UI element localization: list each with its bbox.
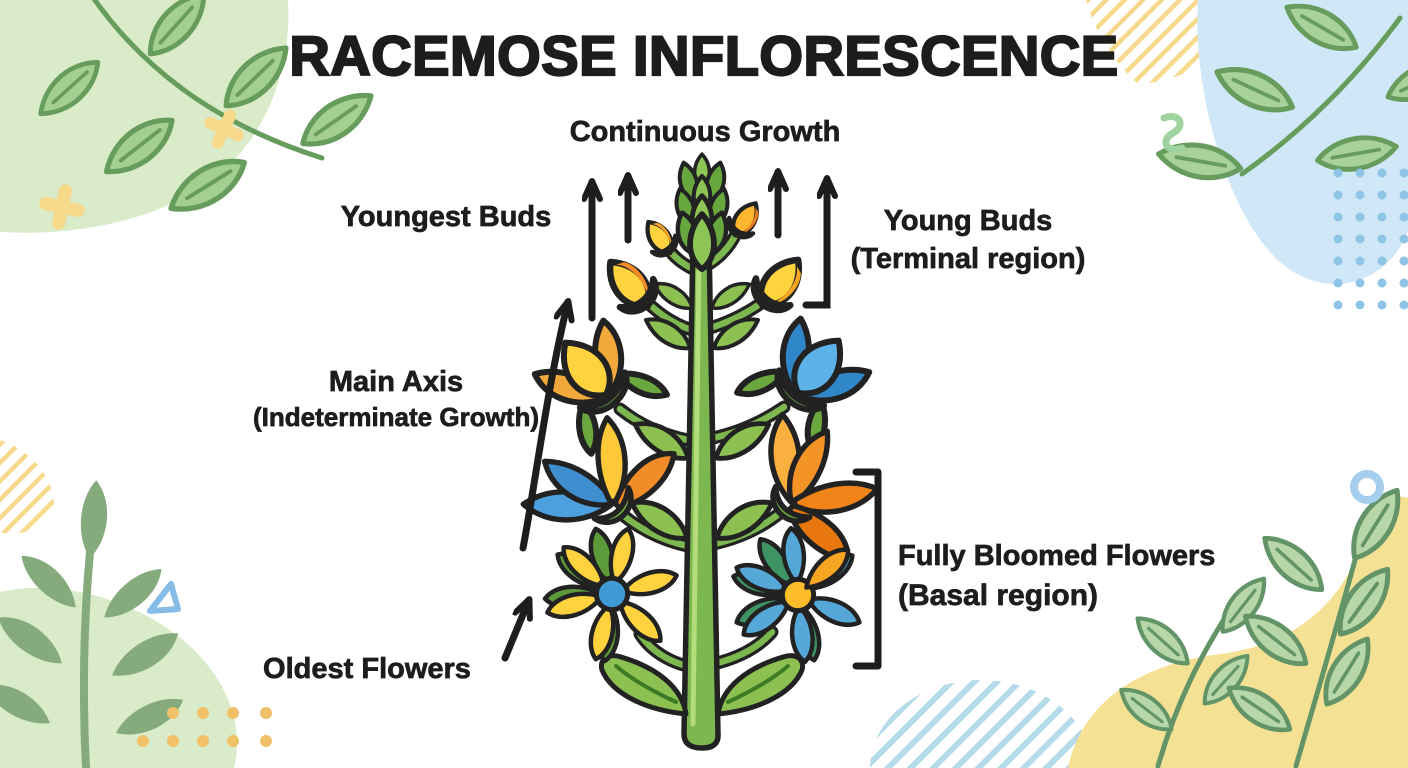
leaf-branch-bottom-right-icon	[1221, 482, 1408, 768]
label-youngest-buds: Youngest Buds	[340, 201, 552, 234]
page-title: RACEMOSE INFLORESCENCE	[288, 24, 1119, 87]
leaf-branch-top-right-icon	[1156, 0, 1408, 184]
leaf-branch-bottom-right-icon	[1111, 571, 1274, 768]
plant-silhouette-icon	[0, 479, 189, 768]
basal-region-bracket	[852, 468, 882, 670]
label-main-axis-line1: Main Axis	[328, 366, 464, 399]
terminal-region-arrow	[802, 179, 827, 309]
label-fully-bloomed-line2: (Basal region)	[898, 579, 1099, 613]
triangle-icon	[147, 581, 181, 614]
main-axis-arrow	[519, 302, 568, 552]
label-fully-bloomed-line1: Fully Bloomed Flowers	[898, 540, 1216, 573]
label-fully-bloomed: Fully Bloomed Flowers (Basal region)	[898, 536, 1216, 616]
leaf-branch-top-left-icon	[31, 0, 380, 222]
ring-icon	[1350, 470, 1384, 504]
label-main-axis-line2: (Indeterminate Growth)	[252, 402, 540, 433]
stripes-left	[0, 440, 54, 534]
oldest-flowers-arrow	[501, 600, 529, 662]
squiggle-icon	[1160, 113, 1186, 153]
dot-grid-bottom-left	[137, 707, 272, 747]
label-oldest-flowers: Oldest Flowers	[263, 653, 472, 686]
label-continuous-growth: Continuous Growth	[569, 116, 841, 149]
label-young-buds-line1: Young Buds	[883, 205, 1053, 238]
blob-bottom-left	[0, 587, 238, 768]
label-main-axis: Main Axis (Indeterminate Growth)	[252, 364, 540, 434]
striped-dome	[870, 680, 1092, 768]
label-young-buds-line2: (Terminal region)	[850, 243, 1086, 276]
label-young-buds: Young Buds (Terminal region)	[850, 202, 1086, 278]
